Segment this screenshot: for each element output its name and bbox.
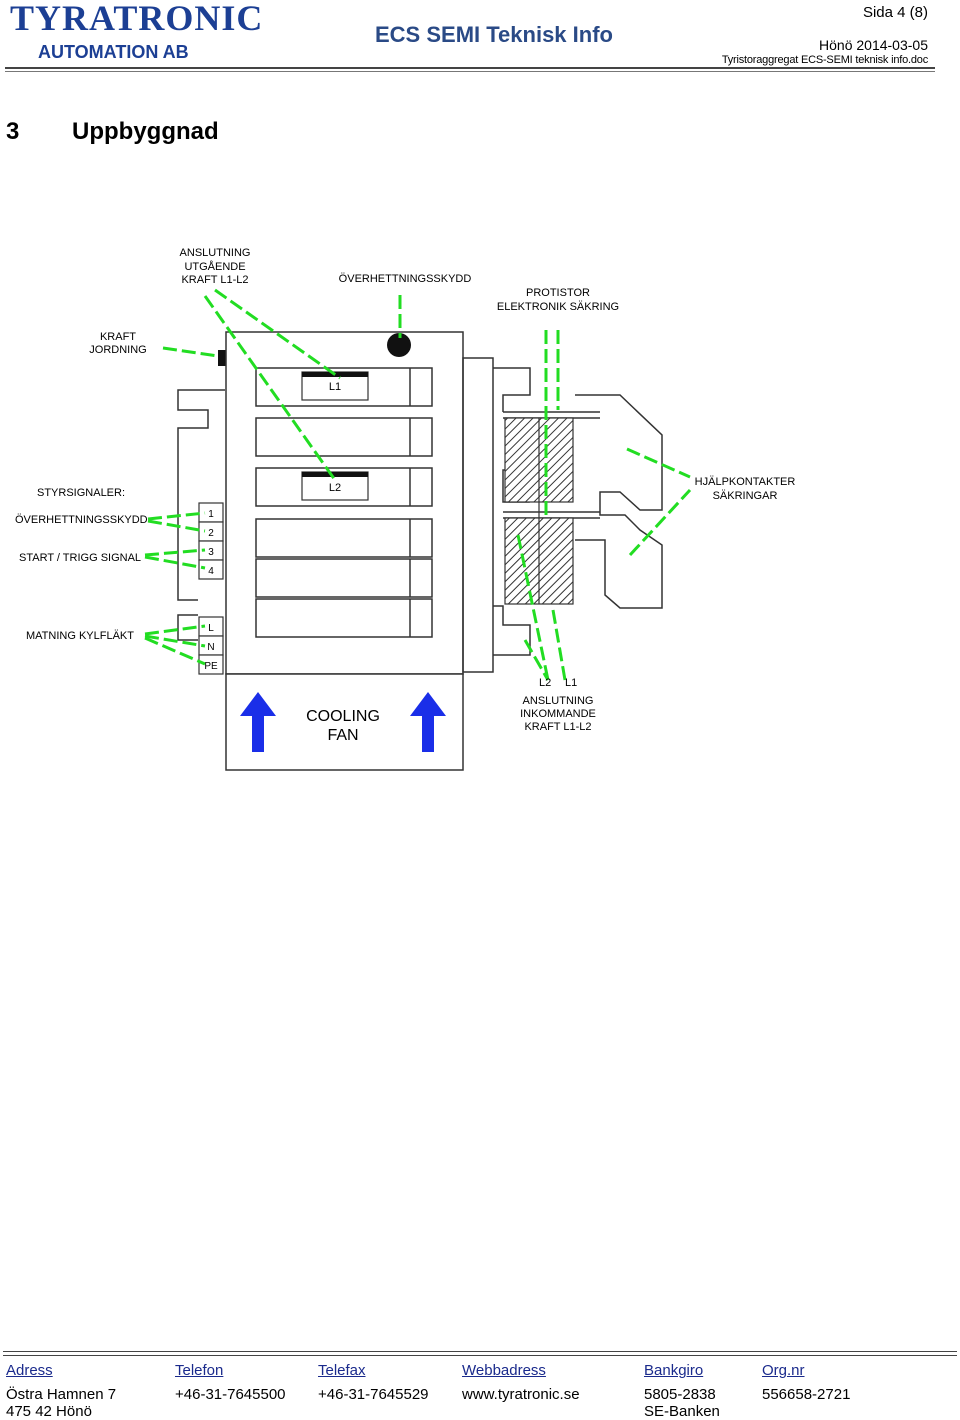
footer-divider	[3, 1351, 957, 1352]
footer-column-line: Östra Hamnen 7	[6, 1386, 117, 1403]
cooling-fan-label-line2: FAN	[327, 727, 358, 744]
footer-divider-2	[3, 1355, 957, 1356]
earth-terminal	[218, 350, 226, 366]
signal-terminal-label-1: 1	[208, 509, 214, 520]
label-anslutning-inkommande-1: ANSLUTNING	[523, 695, 594, 707]
power-terminal-label-2: N	[207, 642, 214, 653]
document-title: ECS SEMI Teknisk Info	[375, 22, 613, 47]
footer-column-telefax: Telefax +46-31-7645529	[318, 1362, 429, 1403]
footer-column-heading: Telefon	[175, 1362, 224, 1379]
overheat-sensor	[387, 333, 411, 357]
label-protistor-1: PROTISTOR	[526, 287, 590, 299]
footer-column-line: 475 42 Hönö	[6, 1403, 92, 1420]
footer-column-telefon: Telefon +46-31-7645500	[175, 1362, 286, 1403]
fan-arrow-right	[410, 692, 446, 752]
signal-terminal-label-2: 2	[208, 528, 214, 539]
footer-column-line[interactable]: www.tyratronic.se	[462, 1386, 580, 1403]
bracket-lower	[177, 614, 198, 641]
label-anslutning-inkommande-2: INKOMMANDE	[520, 708, 596, 720]
footer-column-line: +46-31-7645529	[318, 1386, 429, 1403]
header-divider	[5, 67, 935, 69]
label-styrsignaler: STYRSIGNALER:	[37, 487, 125, 499]
footer-column-line: +46-31-7645500	[175, 1386, 286, 1403]
label-anslutning-utgaende-3: KRAFT L1-L2	[181, 274, 248, 286]
signal-terminal-box-4	[198, 559, 224, 580]
module-l2-label: L2	[329, 482, 341, 494]
footer-column-heading: Org.nr	[762, 1362, 805, 1379]
power-terminal-box-3	[198, 654, 224, 675]
signal-terminal-block: 1 2 3 4	[198, 502, 224, 580]
footer-column-orgnr: Org.nr 556658-2721	[762, 1362, 850, 1403]
document-filename: Tyristoraggregat ECS-SEMI teknisk info.d…	[721, 54, 928, 66]
page-number: Sida 4 (8)	[862, 4, 928, 21]
label-hjalpkontakter-2: SÄKRINGAR	[713, 490, 778, 502]
label-protistor-2: ELEKTRONIK SÄKRING	[497, 301, 619, 313]
label-overhettningsskydd-top: ÖVERHETTNINGSSKYDD	[339, 273, 472, 285]
footer-column-heading: Telefax	[318, 1362, 366, 1379]
label-anslutning-inkommande-3: KRAFT L1-L2	[524, 721, 591, 733]
module-l1-label: L1	[329, 381, 341, 393]
mounting-bracket	[177, 389, 225, 601]
label-kraft: KRAFT	[100, 331, 136, 343]
company-logo-subtitle: AUTOMATION AB	[38, 42, 189, 62]
document-date: Hönö 2014-03-05	[819, 37, 928, 53]
logo-text: TYRATRONIC	[10, 0, 264, 38]
label-hjalpkontakter-1: HJÄLPKONTAKTER	[695, 476, 796, 488]
footer-column-line: SE-Banken	[644, 1403, 720, 1420]
power-terminal-label-1: L	[208, 623, 214, 634]
label-jordning: JORDNING	[89, 344, 146, 356]
heatsink-assembly	[462, 357, 663, 673]
label-start-trigg: START / TRIGG SIGNAL	[19, 552, 141, 564]
footer-column-heading: Bankgiro	[644, 1362, 704, 1379]
section-title: Uppbyggnad	[72, 118, 219, 145]
assembly-diagram: L1 L2 1 2 3 4 LN PE	[15, 247, 796, 771]
footer-column-heading: Webbadress	[462, 1362, 546, 1379]
signal-terminal-label-3: 3	[208, 547, 214, 558]
fan-arrow-left	[240, 692, 276, 752]
label-in-l2: L2	[539, 677, 551, 689]
label-in-l1: L1	[565, 677, 577, 689]
label-overhettningsskydd-left: ÖVERHETTNINGSSKYDD	[15, 514, 148, 526]
module-rows	[255, 367, 433, 638]
callout-lines	[144, 288, 692, 681]
label-matning-kylflakt: MATNING KYLFLÄKT	[26, 630, 134, 642]
signal-terminal-label-4: 4	[208, 566, 214, 577]
label-anslutning-utgaende-1: ANSLUTNING	[180, 247, 251, 259]
company-logo: TYRATRONIC	[10, 0, 263, 36]
footer-column-heading: Adress	[6, 1362, 53, 1379]
footer-column-line: 5805-2838	[644, 1386, 716, 1403]
cooling-fan-label-line1: COOLING	[306, 708, 380, 725]
header-divider-thin	[5, 71, 935, 72]
power-terminal-block: LN PE	[198, 616, 224, 675]
footer-column-webbadress: Webbadress www.tyratronic.se	[462, 1362, 580, 1403]
footer-column-line: 556658-2721	[762, 1386, 851, 1403]
section-number: 3	[6, 118, 20, 145]
power-terminal-label-3: PE	[204, 661, 218, 672]
label-anslutning-utgaende-2: UTGÅENDE	[184, 260, 245, 273]
